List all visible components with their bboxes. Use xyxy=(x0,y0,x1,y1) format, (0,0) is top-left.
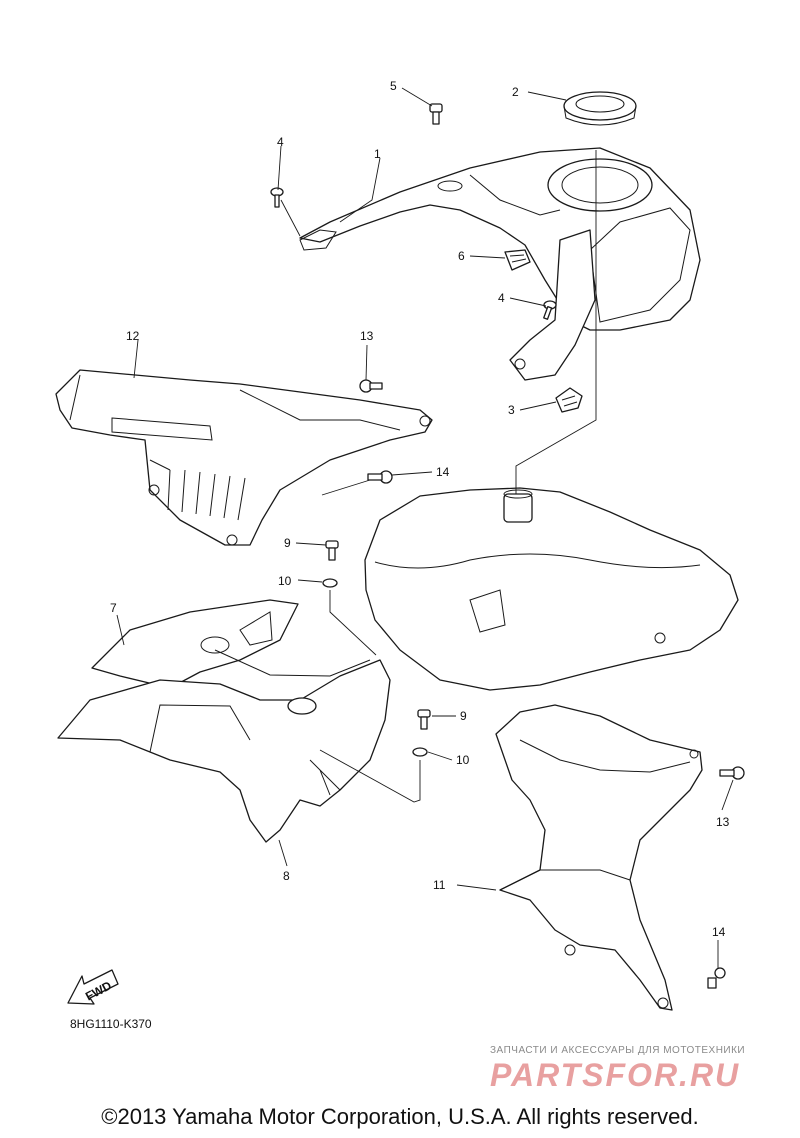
bolt-part-5 xyxy=(429,103,443,125)
callout-14-lower: 14 xyxy=(712,925,726,939)
washer-part-10-upper xyxy=(322,578,338,588)
bolt-part-9-upper xyxy=(325,540,339,561)
bracket-part-3 xyxy=(555,387,583,413)
callout-2: 2 xyxy=(512,85,519,99)
callout-labels: 2 5 4 1 6 4 3 12 13 14 9 10 7 8 9 10 11 … xyxy=(110,79,730,939)
callout-4-lower: 4 xyxy=(498,291,505,305)
callout-12: 12 xyxy=(126,329,140,343)
callout-5: 5 xyxy=(390,79,397,93)
watermark-tagline: ЗАПЧАСТИ И АКСЕССУАРЫ ДЛЯ МОТОТЕХНИКИ xyxy=(490,1045,746,1056)
side-panel-part-12 xyxy=(55,369,433,546)
leader-lines xyxy=(116,87,734,968)
callout-3: 3 xyxy=(508,403,515,417)
callout-1: 1 xyxy=(374,147,381,161)
callout-10-lower: 10 xyxy=(456,753,470,767)
callout-10-upper: 10 xyxy=(278,574,292,588)
fwd-arrow-icon: FWD xyxy=(67,969,119,1005)
copyright-notice: ©2013 Yamaha Motor Corporation, U.S.A. A… xyxy=(101,1104,699,1129)
bolt-part-14-upper xyxy=(367,470,393,484)
callout-7: 7 xyxy=(110,601,117,615)
callout-14-upper: 14 xyxy=(436,465,450,479)
cover-part-11 xyxy=(495,704,703,1011)
callout-13-lower: 13 xyxy=(716,815,730,829)
callout-11: 11 xyxy=(433,878,446,892)
bolt-part-13-upper xyxy=(359,379,383,393)
callout-9-lower: 9 xyxy=(460,709,467,723)
washer-part-10-lower xyxy=(412,747,428,757)
tank-cover-part-1 xyxy=(299,147,701,381)
diagram-code: 8HG1110-K370 xyxy=(70,1017,152,1031)
callout-4-upper: 4 xyxy=(277,135,284,149)
bolt-part-9-lower xyxy=(417,709,431,730)
grommet-part-2 xyxy=(563,91,637,126)
cover-part-7 xyxy=(91,599,299,689)
cover-part-8 xyxy=(57,649,391,843)
fuel-tank xyxy=(364,487,739,691)
screw-part-4-lower xyxy=(543,300,557,320)
screw-part-4-upper xyxy=(270,187,284,208)
bolt-part-14-lower xyxy=(707,967,726,989)
callout-8: 8 xyxy=(283,869,290,883)
bolt-part-13-lower xyxy=(719,766,745,780)
callout-9-upper: 9 xyxy=(284,536,291,550)
svg-text:PARTSFOR.RU: PARTSFOR.RU xyxy=(490,1058,740,1092)
watermark-logo: PARTSFOR.RU xyxy=(490,1058,740,1092)
callout-13-upper: 13 xyxy=(360,329,374,343)
callout-6: 6 xyxy=(458,249,465,263)
clip-part-6 xyxy=(504,249,531,271)
